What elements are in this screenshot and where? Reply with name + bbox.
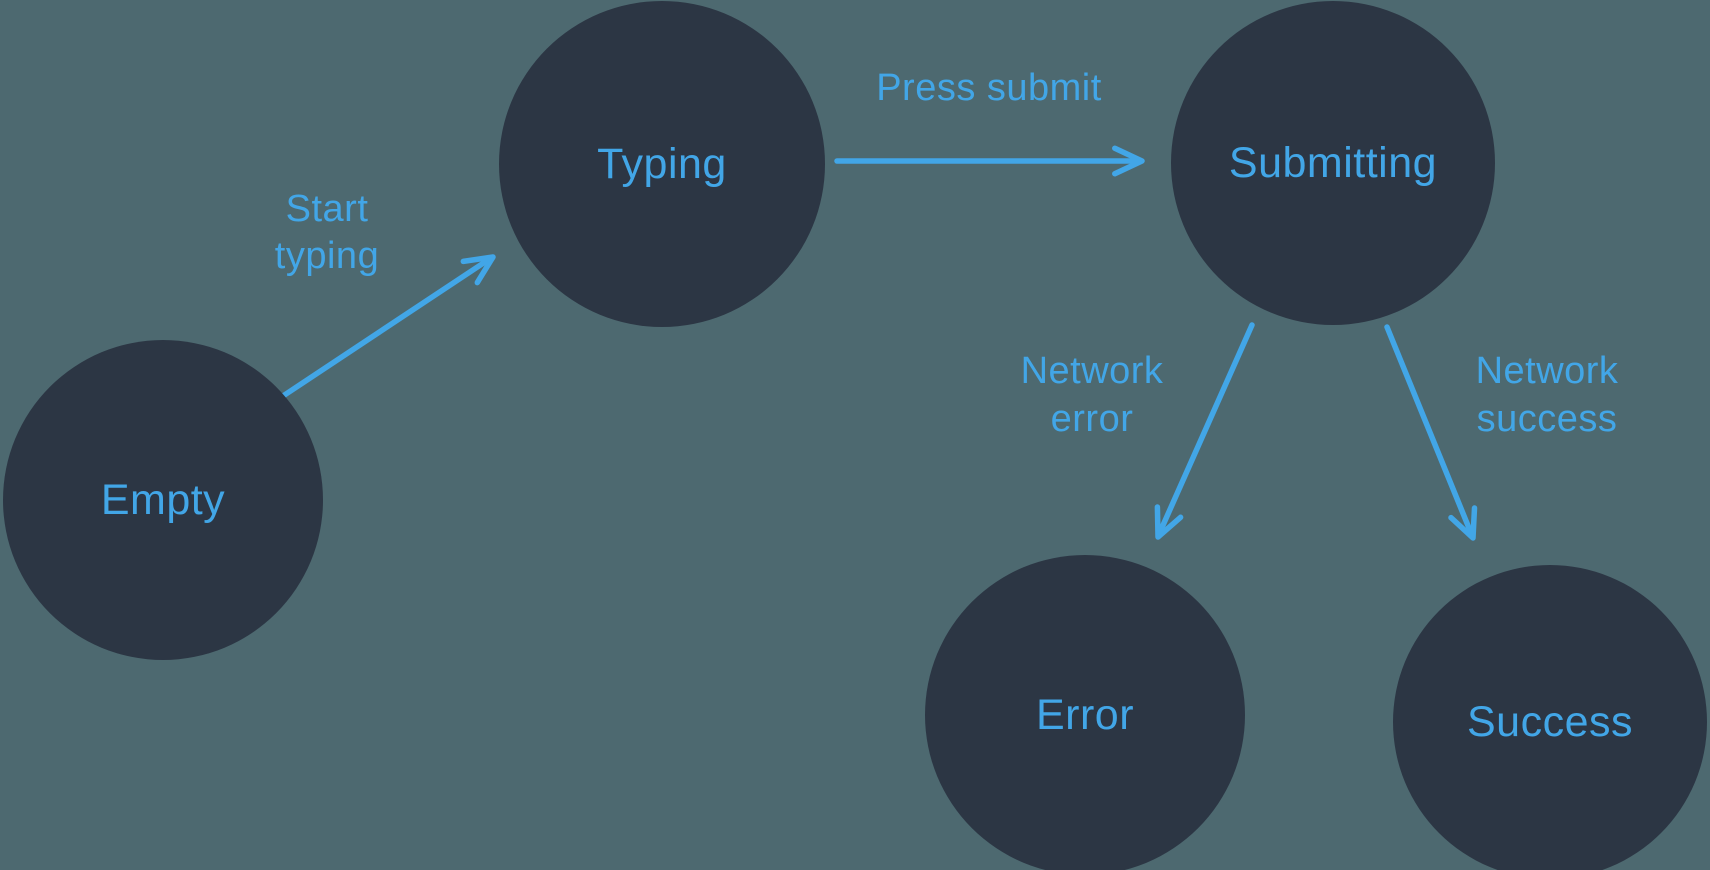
node-typing: Typing: [499, 1, 825, 327]
edge-label-line: Start: [285, 188, 369, 230]
edge-label-line: typing: [274, 235, 380, 277]
node-empty-label: Empty: [100, 475, 226, 524]
node-typing-label: Typing: [597, 139, 727, 188]
node-error-label: Error: [1035, 690, 1135, 739]
node-submitting-label: Submitting: [1228, 138, 1438, 187]
edge-label-press-submit: Press submit: [829, 64, 1149, 112]
node-success: Success: [1393, 565, 1707, 870]
edge-label-line: Network: [1475, 350, 1619, 392]
edge-label-line: Network: [1020, 350, 1164, 392]
node-error: Error: [925, 555, 1245, 870]
arrow-press-submit: [834, 145, 1145, 177]
edge-label-start-typing: Start typing: [217, 186, 437, 280]
node-success-label: Success: [1466, 697, 1633, 746]
edge-label-network-success: Network success: [1427, 347, 1667, 443]
edge-label-line: success: [1476, 398, 1618, 440]
edge-label-network-error: Network error: [972, 347, 1212, 443]
edge-label-line: error: [1050, 398, 1134, 440]
node-submitting: Submitting: [1171, 1, 1495, 325]
edge-label-line: Press submit: [876, 67, 1102, 109]
node-empty: Empty: [3, 340, 323, 660]
